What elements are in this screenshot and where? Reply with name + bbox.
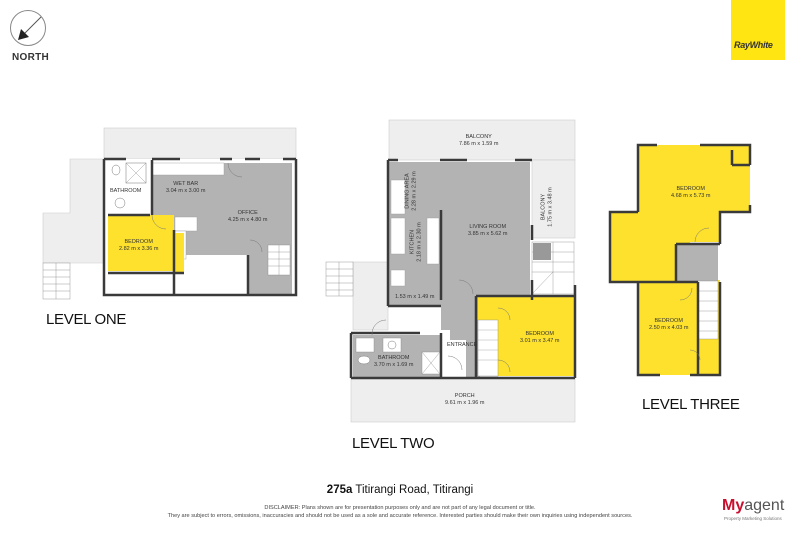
room-dimensions: 1.53 m x 1.49 m bbox=[395, 294, 435, 300]
level-one-plan bbox=[42, 127, 298, 300]
room-name: BEDROOM bbox=[654, 318, 683, 324]
room-label-l2-living: LIVING ROOM 3.85 m x 5.62 m bbox=[468, 224, 507, 238]
room-dimensions: 3.04 m x 3.00 m bbox=[166, 188, 206, 194]
room-dimensions: 1.75 m x 3.48 m bbox=[547, 187, 554, 227]
room-label-l3-bedroom-large: BEDROOM 4.68 m x 5.73 m bbox=[671, 186, 710, 200]
room-label-l2-balcony-top: BALCONY 7.86 m x 1.59 m bbox=[459, 134, 498, 148]
room-label-l2-utility: 1.53 m x 1.49 m bbox=[395, 294, 434, 301]
room-name: BATHROOM bbox=[110, 188, 142, 194]
room-name: PORCH bbox=[454, 393, 475, 399]
room-dimensions: 3.70 m x 1.69 m bbox=[374, 362, 414, 368]
room-label-l1-wetbar: WET BAR 3.04 m x 3.00 m bbox=[166, 181, 205, 195]
north-label: NORTH bbox=[12, 52, 50, 63]
room-label-l1-office: OFFICE 4.25 m x 4.80 m bbox=[228, 210, 267, 224]
level-two-plan bbox=[325, 119, 577, 423]
room-label-l1-bedroom: BEDROOM 2.82 m x 3.36 m bbox=[119, 239, 158, 253]
room-dimensions: 2.50 m x 4.03 m bbox=[649, 325, 689, 331]
room-dimensions: 2.82 m x 3.36 m bbox=[119, 246, 159, 252]
room-dimensions: 9.61 m x 1.96 m bbox=[445, 400, 485, 406]
room-label-l2-dining: DINING AREA 2.28 m x 2.29 m bbox=[405, 171, 419, 210]
room-name: WET BAR bbox=[173, 181, 199, 187]
room-label-l3-bedroom-small: BEDROOM 2.50 m x 4.03 m bbox=[649, 318, 688, 332]
level-two-label: LEVEL TWO bbox=[352, 435, 435, 452]
room-name: BALCONY bbox=[540, 193, 547, 221]
address-number: 275a bbox=[326, 484, 353, 496]
room-label-l2-bedroom: BEDROOM 3.01 m x 3.47 m bbox=[520, 331, 559, 345]
room-name: BATHROOM bbox=[378, 355, 410, 361]
room-label-l2-entrance: ENTRANCE bbox=[447, 342, 477, 349]
room-name: BEDROOM bbox=[676, 186, 705, 192]
room-dimensions: 3.01 m x 3.47 m bbox=[520, 338, 560, 344]
north-arrow-icon bbox=[18, 16, 42, 40]
room-dimensions: 2.28 m x 2.29 m bbox=[411, 171, 418, 211]
myagent-logo: Myagent bbox=[722, 497, 784, 515]
address-street: Titirangi Road, Titirangi bbox=[352, 484, 474, 496]
room-name: ENTRANCE bbox=[447, 342, 478, 348]
myagent-tagline: Property Marketing Solutions bbox=[724, 516, 782, 521]
raywhite-logo-text: RayWhite bbox=[734, 40, 773, 50]
disclaimer-line-1: DISCLAIMER: Plans shown are for presenta… bbox=[264, 505, 536, 511]
level-one-label: LEVEL ONE bbox=[46, 311, 127, 328]
room-name: BALCONY bbox=[465, 134, 492, 140]
myagent-logo-my: My bbox=[722, 497, 745, 514]
room-label-l2-bathroom: BATHROOM 3.70 m x 1.69 m bbox=[374, 355, 413, 369]
level-three-label: LEVEL THREE bbox=[642, 396, 740, 413]
room-name: BEDROOM bbox=[124, 239, 153, 245]
room-label-l1-bathroom: BATHROOM bbox=[110, 188, 141, 195]
room-dimensions: 2.18 m x 2.30 m bbox=[416, 222, 423, 262]
myagent-logo-agent: agent bbox=[744, 497, 785, 514]
disclaimer-line-2: They are subject to errors, omissions, i… bbox=[167, 513, 633, 519]
room-dimensions: 7.86 m x 1.59 m bbox=[459, 141, 499, 147]
compass bbox=[10, 10, 46, 46]
level-three-plan bbox=[608, 143, 752, 377]
property-address: 275a Titirangi Road, Titirangi bbox=[0, 484, 800, 496]
room-name: DINING AREA bbox=[404, 173, 411, 209]
room-label-l2-kitchen: KITCHEN 2.18 m x 2.30 m bbox=[410, 222, 424, 261]
room-label-l2-porch: PORCH 9.61 m x 1.96 m bbox=[445, 393, 484, 407]
room-dimensions: 4.25 m x 4.80 m bbox=[228, 217, 268, 223]
room-name: OFFICE bbox=[237, 210, 258, 216]
room-dimensions: 4.68 m x 5.73 m bbox=[671, 193, 711, 199]
raywhite-logo: RayWhite bbox=[731, 0, 785, 60]
room-label-l2-balcony-side: BALCONY 1.75 m x 3.48 m bbox=[541, 187, 555, 226]
room-name: LIVING ROOM bbox=[469, 224, 507, 230]
room-dimensions: 3.85 m x 5.62 m bbox=[468, 231, 508, 237]
room-name: BEDROOM bbox=[525, 331, 554, 337]
room-name: KITCHEN bbox=[409, 229, 416, 255]
